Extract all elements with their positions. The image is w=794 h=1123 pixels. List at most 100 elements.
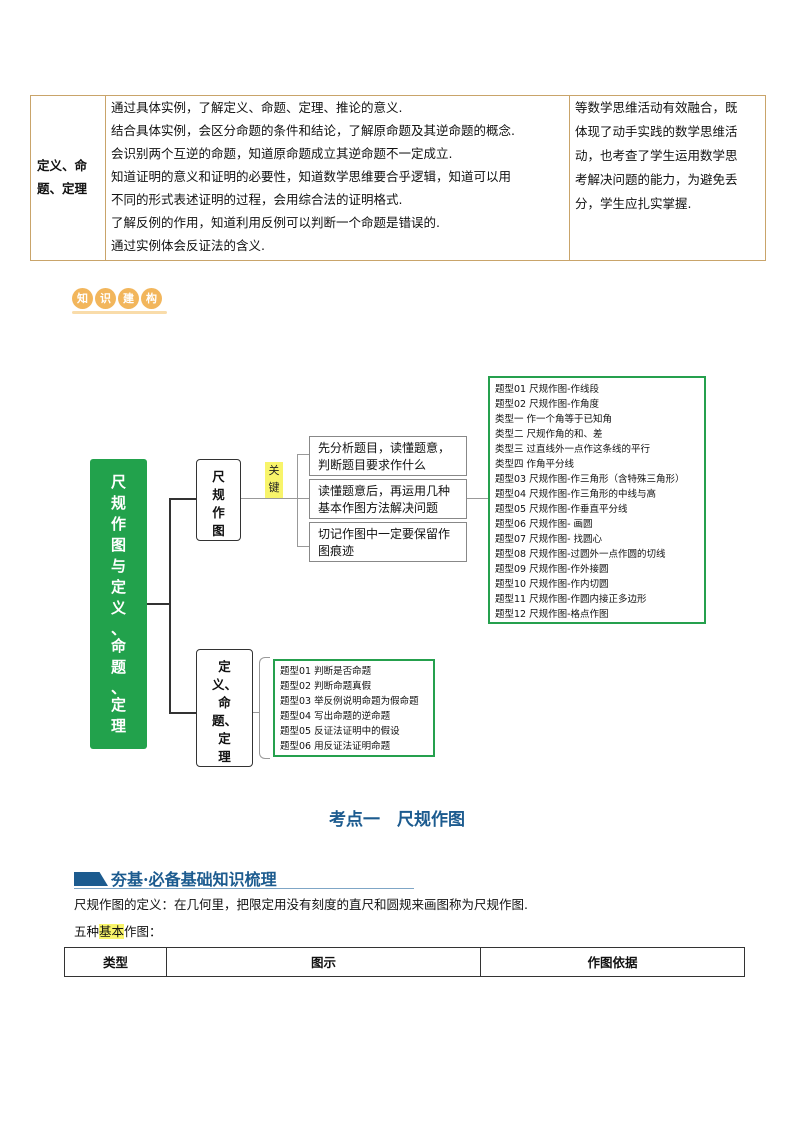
requirement-line: 结合具体实例，会区分命题的条件和结论，了解原命题及其逆命题的概念. [111,123,515,138]
list-item: 题型04 写出命题的逆命题 [280,711,391,722]
analysis-line: 动，也考查了学生运用数学思 [575,148,738,163]
root-char: 题 [110,658,126,676]
branch-char: 理 [218,749,231,764]
label-line: 定义、命 [37,158,88,173]
list-item: 题型03 尺规作图-作三角形（含特殊三角形） [495,474,685,485]
definition-term: 尺规作图的定义 [74,897,162,912]
requirement-line: 了解反例的作用，知道利用反例可以判断一个命题是错误的. [111,215,440,230]
requirement-line: 通过具体实例，了解定义、命题、定理、推论的意义. [111,100,403,115]
branch-char: 义、 [211,677,237,692]
connector-line [467,498,488,499]
analysis-line: 分，学生应扎实掌握. [575,196,692,211]
list-item: 题型06 尺规作图- 画圆 [495,519,593,530]
key-point-line: 图痕迹 [318,544,355,558]
header-type: 类型 [65,948,167,976]
list-item: 题型11 尺规作图-作圆内接正多边形 [495,594,647,605]
table-label-cell: 定义、命 题、定理 [31,96,106,260]
list-item: 题型05 尺规作图-作垂直平分线 [495,504,628,515]
connector-line [297,454,298,547]
root-char: 定 [110,696,126,714]
branch-char: 定 [218,659,231,674]
list-item: 题型02 判断命题真假 [280,681,372,692]
bracket [259,657,270,759]
proposition-types-list: 题型01 判断是否命题 题型02 判断命题真假 题型03 举反例说明命题为假命题… [273,659,435,757]
branch-char: 题、 [211,713,237,728]
badge-char: 建 [118,288,139,309]
five-basic-highlight: 基本 [99,924,125,939]
requirement-line: 不同的形式表述证明的过程，会用综合法的证明格式. [111,192,403,207]
header-basis: 作图依据 [587,955,638,970]
key-point-line: 基本作图方法解决问题 [318,501,439,515]
list-item: 类型一 作一个角等于已知角 [495,414,613,425]
list-item: 类型三 过直线外一点作这条线的平行 [495,444,651,455]
connector-line [297,498,309,499]
definition-paragraph: 尺规作图的定义：在几何里，把限定用没有刻度的直尺和圆规来画图称为尺规作图. [74,894,528,913]
list-item: 题型07 尺规作图- 找圆心 [495,534,603,545]
list-item: 题型12 尺规作图-格点作图 [495,609,609,620]
key-point-line: 切记作图中一定要保留作 [318,527,451,541]
branch-compass-construction: 尺 规 作 图 [196,459,241,541]
requirement-line: 知道证明的意义和证明的必要性，知道数学思维要合乎逻辑，知道可以用 [111,169,512,184]
knowledge-structure-badge: 知 识 建 构 [72,288,162,314]
branch-char: 命 [218,695,231,710]
branch-definitions: 定 义、 命 题、 定 理 [196,649,253,767]
mindmap-root: 尺 规 作 图 与 定 义 、 命 题 、 定 理 [90,459,147,749]
connector-line [253,712,259,713]
branch-char: 作 [212,505,225,520]
objectives-table: 定义、命 题、定理 通过具体实例，了解定义、命题、定理、推论的意义. 结合具体实… [30,95,766,261]
analysis-line: 考解决问题的能力，为避免丢 [575,172,738,187]
five-basic-post: 作图： [124,924,162,939]
five-basic-label: 五种基本作图： [74,921,162,940]
list-item: 题型04 尺规作图-作三角形的中线与高 [495,489,657,500]
key-point-box: 切记作图中一定要保留作 图痕迹 [309,522,467,562]
root-char: 图 [110,536,126,554]
list-item: 题型09 尺规作图-作外接圆 [495,564,609,575]
label-line: 题、定理 [37,181,88,196]
branch-char: 规 [212,487,225,502]
key-point-box: 读懂题意后，再运用几种 基本作图方法解决问题 [309,479,467,519]
key-point-line: 读懂题意后，再运用几种 [318,484,451,498]
heading-bar-icon [74,872,108,886]
requirement-line: 通过实例体会反证法的含义. [111,238,265,253]
connector-line [169,498,196,500]
heading-underline [74,888,414,889]
key-point-box: 先分析题目，读懂题意， 判断题目要求作什么 [309,436,467,476]
list-item: 题型01 尺规作图-作线段 [495,384,600,395]
connector-line [147,603,169,605]
list-item: 题型02 尺规作图-作角度 [495,399,600,410]
root-char: 作 [110,515,126,533]
sub-heading: 夯基·必备基础知识梳理 [111,870,277,889]
list-item: 类型四 作角平分线 [495,459,575,470]
badge-char: 构 [141,288,162,309]
list-item: 题型01 判断是否命题 [280,666,372,677]
analysis-line: 体现了动手实践的数学思维活 [575,124,738,139]
list-item: 题型08 尺规作图-过圆外一点作圆的切线 [495,549,666,560]
analysis-line: 等数学思维活动有效融合，既 [575,100,738,115]
list-item: 题型05 反证法证明中的假设 [280,726,400,737]
branch-char: 定 [218,731,231,746]
key-point-line: 先分析题目，读懂题意， [318,441,451,455]
list-item: 类型二 尺规作角的和、差 [495,429,603,440]
section-title: 考点一 尺规作图 [329,810,465,830]
five-basic-pre: 五种 [74,924,100,939]
root-char: 理 [110,717,126,735]
root-char: 定 [110,578,126,596]
analysis-cell: 等数学思维活动有效融合，既 体现了动手实践的数学思维活 动，也考查了学生运用数学… [569,96,765,260]
key-char: 键 [268,481,280,494]
root-char: 尺 [110,473,126,491]
definition-text: ：在几何里，把限定用没有刻度的直尺和圆规来画图称为尺规作图. [161,897,528,912]
connector-line [297,454,309,455]
badge-char: 知 [72,288,93,309]
connector-line [241,498,311,499]
connector-line [169,712,196,714]
construction-types-list: 题型01 尺规作图-作线段 题型02 尺规作图-作角度 类型一 作一个角等于已知… [488,376,706,624]
requirements-cell: 通过具体实例，了解定义、命题、定理、推论的意义. 结合具体实例，会区分命题的条件… [105,96,570,260]
header-diagram: 图示 [167,948,481,976]
root-char: 命 [110,637,126,655]
key-char: 关 [268,464,280,477]
requirement-line: 会识别两个互逆的命题，知道原命题成立其逆命题不一定成立. [111,146,453,161]
root-char: 与 [110,557,126,575]
branch-char: 尺 [212,469,225,484]
root-char: 、 [110,679,126,697]
construction-table-header: 类型 图示 作图依据 [64,947,745,977]
